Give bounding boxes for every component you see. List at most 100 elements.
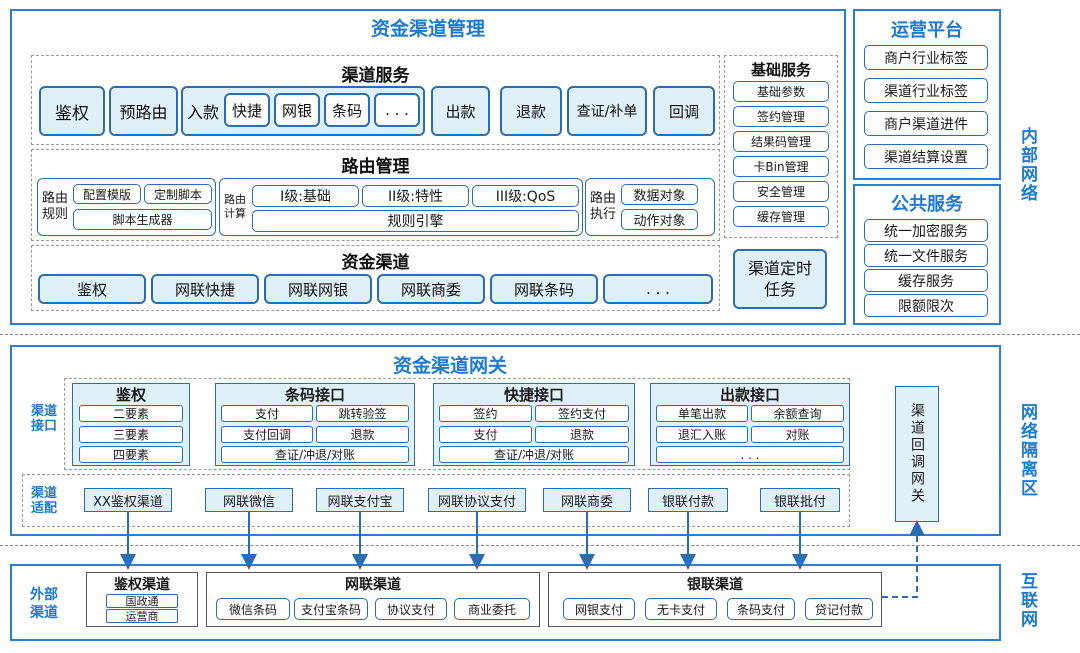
ext-ebank-pay: 网银支付 bbox=[563, 598, 635, 620]
basic-services-title: 基础服务 bbox=[750, 61, 811, 79]
service-verify: 查证/补单 bbox=[567, 86, 647, 136]
fund-channel-management-title: 资金渠道管理 bbox=[370, 18, 485, 40]
route-level1: I级:基础 bbox=[252, 185, 359, 207]
quota-limit: 限额限次 bbox=[864, 294, 988, 317]
adapter-nu-agreement: 网联协议支付 bbox=[428, 488, 526, 512]
fund-channel-title: 资金渠道 bbox=[341, 253, 410, 273]
barcode-pay: 支付 bbox=[221, 405, 313, 422]
routing-group bbox=[31, 149, 720, 241]
ext-commercial-commission: 商业委托 bbox=[454, 598, 530, 620]
config-template: 配置模版 bbox=[73, 184, 141, 204]
ext-guozhengtong: 国政通 bbox=[106, 594, 178, 608]
service-callback: 回调 bbox=[653, 86, 715, 136]
adapter-nu-wechat: 网联微信 bbox=[205, 488, 293, 512]
channel-industry-tag: 渠道行业标签 bbox=[864, 78, 988, 103]
route-exec-label: 路由 执行 bbox=[589, 191, 616, 222]
auth-three-factor: 三要素 bbox=[79, 426, 183, 443]
payout-balance-query: 余额查询 bbox=[751, 405, 844, 422]
ext-carrier: 运营商 bbox=[106, 609, 178, 623]
fund-channel-nu-commission: 网联商委 bbox=[377, 274, 485, 304]
ops-platform-title: 运营平台 bbox=[891, 20, 963, 41]
external-channel-label: 外部 渠道 bbox=[30, 587, 58, 621]
data-object: 数据对象 bbox=[621, 184, 698, 205]
script-generator: 脚本生成器 bbox=[73, 209, 212, 230]
routing-title: 路由管理 bbox=[341, 157, 410, 177]
unionpay-channel-title: 银联渠道 bbox=[687, 577, 743, 593]
payout-reconcile: 对账 bbox=[751, 426, 844, 443]
isolation-zone-label: 网络隔离区 bbox=[1017, 402, 1037, 498]
adapter-up-payout: 银联付款 bbox=[648, 488, 728, 512]
auth-channel-title: 鉴权渠道 bbox=[114, 577, 170, 593]
barcode-redirect-verify: 跳转验签 bbox=[316, 405, 409, 422]
ext-cardless-pay: 无卡支付 bbox=[645, 598, 717, 620]
result-code-management: 结果码管理 bbox=[733, 131, 829, 152]
divider-internal-isolation bbox=[0, 334, 1080, 335]
ext-barcode-pay: 条码支付 bbox=[727, 598, 795, 620]
card-bin-management: 卡Bin管理 bbox=[733, 156, 829, 177]
channel-interface-label: 渠道 接口 bbox=[30, 404, 57, 434]
adapter-nu-commission: 网联商委 bbox=[543, 488, 631, 512]
service-inbound-ebank: 网银 bbox=[274, 93, 320, 127]
channel-service-group bbox=[31, 55, 720, 145]
security-management: 安全管理 bbox=[733, 181, 829, 202]
ext-agreement-pay: 协议支付 bbox=[375, 598, 447, 620]
callback-dashed-path bbox=[882, 520, 925, 598]
service-inbound-more: . . . bbox=[374, 93, 420, 127]
unified-encryption: 统一加密服务 bbox=[864, 219, 988, 242]
auth-interface-title: 鉴权 bbox=[115, 386, 146, 404]
quick-interface-title: 快捷接口 bbox=[503, 386, 564, 404]
cache-service: 缓存服务 bbox=[864, 269, 988, 292]
barcode-interface-title: 条码接口 bbox=[284, 386, 345, 404]
fund-channel-nu-ebank: 网联网银 bbox=[264, 274, 372, 304]
fund-channel-auth: 鉴权 bbox=[38, 274, 146, 304]
internal-network-label: 内部网络 bbox=[1017, 127, 1037, 203]
callback-gateway: 渠道回调网关 bbox=[895, 386, 939, 522]
adapter-xx-auth: XX鉴权渠道 bbox=[84, 488, 172, 512]
divider-isolation-internet bbox=[0, 545, 1080, 546]
internet-label: 互联网 bbox=[1017, 571, 1037, 629]
service-pre-route: 预路由 bbox=[109, 86, 178, 136]
merchant-channel-onboarding: 商户渠道进件 bbox=[864, 111, 988, 136]
service-inbound-label: 入款 bbox=[187, 103, 220, 122]
scheduled-task: 渠道定时任务 bbox=[733, 249, 827, 309]
channel-service-title: 渠道服务 bbox=[341, 66, 410, 86]
adapter-up-batch: 银联批付 bbox=[760, 488, 840, 512]
fund-channel-more: . . . bbox=[603, 274, 713, 304]
payout-more: . . . bbox=[656, 446, 844, 463]
payout-return-credit: 退汇入账 bbox=[656, 426, 748, 443]
custom-script: 定制脚本 bbox=[144, 184, 212, 204]
barcode-refund: 退款 bbox=[316, 426, 409, 443]
quick-verify-reconcile: 查证/冲退/对账 bbox=[439, 446, 629, 463]
public-services-title: 公共服务 bbox=[891, 194, 963, 215]
merchant-industry-tag: 商户行业标签 bbox=[864, 45, 988, 70]
rule-engine: 规则引擎 bbox=[252, 210, 579, 232]
service-inbound-barcode: 条码 bbox=[324, 93, 370, 127]
netunion-channel-title: 网联渠道 bbox=[345, 577, 401, 593]
unified-file-service: 统一文件服务 bbox=[864, 244, 988, 267]
action-object: 动作对象 bbox=[621, 209, 698, 230]
cache-management: 缓存管理 bbox=[733, 206, 829, 227]
channel-adapter-group bbox=[22, 474, 850, 527]
gateway-title: 资金渠道网关 bbox=[392, 355, 507, 377]
payout-interface-title: 出款接口 bbox=[719, 386, 780, 404]
ext-credit-payout: 贷记付款 bbox=[805, 598, 873, 620]
fund-channel-nu-barcode: 网联条码 bbox=[490, 274, 598, 304]
auth-two-factor: 二要素 bbox=[79, 405, 183, 422]
service-outbound: 出款 bbox=[431, 86, 490, 136]
sign-management: 签约管理 bbox=[733, 106, 829, 127]
route-rule-label: 路由 规则 bbox=[41, 191, 68, 222]
route-level2: II级:特性 bbox=[362, 185, 469, 207]
adapter-nu-alipay: 网联支付宝 bbox=[316, 488, 404, 512]
channel-settlement-settings: 渠道结算设置 bbox=[864, 144, 988, 169]
basic-params: 基础参数 bbox=[733, 81, 829, 102]
quick-sign: 签约 bbox=[439, 405, 532, 422]
quick-refund: 退款 bbox=[535, 426, 629, 443]
service-refund: 退款 bbox=[500, 86, 562, 136]
quick-pay: 支付 bbox=[439, 426, 532, 443]
fund-channel-nu-quick: 网联快捷 bbox=[151, 274, 259, 304]
service-auth: 鉴权 bbox=[39, 86, 105, 136]
fund-channel-group bbox=[31, 245, 720, 311]
payout-single: 单笔出款 bbox=[656, 405, 748, 422]
auth-four-factor: 四要素 bbox=[79, 446, 183, 463]
